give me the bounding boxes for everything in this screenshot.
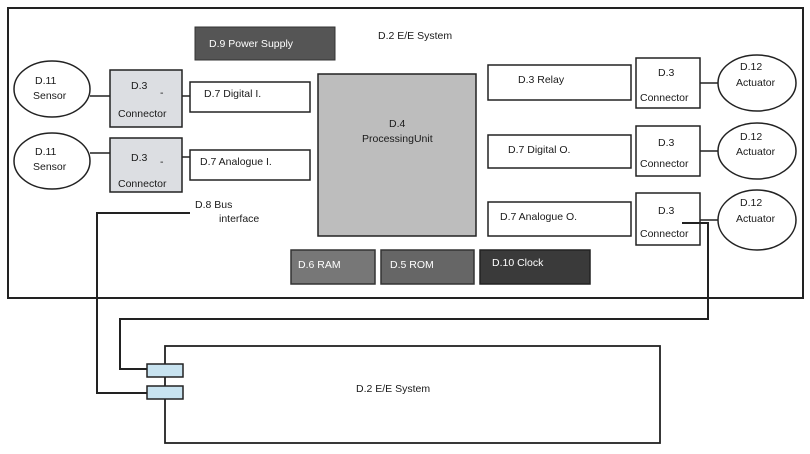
output-connector-3 [635, 192, 701, 246]
clock-label: D.10 Clock [492, 257, 544, 269]
input-connector-1-line1: D.3 [131, 80, 148, 92]
actuator-1-line2: Actuator [736, 77, 776, 89]
digital-output-block [487, 134, 632, 169]
relay-output-label: D.3 Relay [518, 74, 565, 86]
digital-input-label: D.7 Digital I. [204, 88, 261, 100]
output-connector-1-line1: D.3 [658, 67, 675, 79]
input-connector-1-dash: - [160, 87, 164, 99]
output-connector-1 [635, 57, 701, 109]
sensor-1-label-line2: Sensor [33, 90, 67, 102]
output-connector-3-line1: D.3 [658, 205, 675, 217]
sensor-2 [13, 132, 91, 190]
actuator-3 [717, 189, 797, 251]
input-connector-2-line1: D.3 [131, 152, 148, 164]
power-supply-block [194, 26, 336, 61]
bus-interface-line1: D.8 Bus [195, 199, 232, 211]
sensor-2-label-line1: D.11 [35, 146, 57, 158]
digital-output-label: D.7 Digital O. [508, 144, 570, 156]
actuator-3-line1: D.12 [740, 197, 762, 209]
actuator-3-line2: Actuator [736, 213, 776, 225]
clock-block [479, 249, 591, 285]
digital-input-block [189, 81, 311, 113]
external-system-boundary [164, 345, 661, 444]
analogue-input-label: D.7 Analogue I. [200, 156, 272, 168]
output-connector-3-line2: Connector [640, 228, 689, 240]
bus-line-interface [96, 212, 190, 394]
processing-unit-line2: ProcessingUnit [362, 133, 433, 145]
actuator-2-line2: Actuator [736, 146, 776, 158]
bus-line-output [119, 222, 709, 370]
sensor-1-label-line1: D.11 [35, 75, 57, 87]
bus-terminal-upper [146, 363, 184, 378]
output-connector-2-line1: D.3 [658, 137, 675, 149]
external-system-title: D.2 E/E System [356, 383, 430, 395]
actuator-1-line1: D.12 [740, 61, 762, 73]
analogue-output-label: D.7 Analogue O. [500, 211, 577, 223]
input-connector-2-dash: - [160, 156, 164, 168]
output-connector-2-line2: Connector [640, 158, 689, 170]
input-connector-2-line2: Connector [118, 178, 167, 190]
ram-block [290, 249, 376, 285]
actuator-2 [717, 122, 797, 180]
output-connector-1-line2: Connector [640, 92, 689, 104]
ram-label: D.6 RAM [298, 259, 341, 271]
actuator-2-line1: D.12 [740, 131, 762, 143]
bus-terminal-lower [146, 385, 184, 400]
sensor-2-label-line2: Sensor [33, 161, 67, 173]
rom-label: D.5 ROM [390, 259, 434, 271]
rom-block [380, 249, 475, 285]
output-connector-2 [635, 125, 701, 177]
processing-unit-block [317, 73, 477, 237]
power-supply-label: D.9 Power Supply [209, 38, 294, 50]
bus-interface-line2: interface [219, 213, 259, 225]
system-title: D.2 E/E System [378, 30, 452, 42]
actuator-1 [717, 54, 797, 112]
input-connector-1-line2: Connector [118, 108, 167, 120]
input-connector-1 [109, 69, 183, 128]
analogue-input-block [189, 149, 311, 181]
analogue-output-block [487, 201, 632, 237]
relay-output-block [487, 64, 632, 101]
input-connector-2 [109, 137, 183, 193]
processing-unit-line1: D.4 [389, 118, 406, 130]
sensor-1 [13, 60, 91, 118]
